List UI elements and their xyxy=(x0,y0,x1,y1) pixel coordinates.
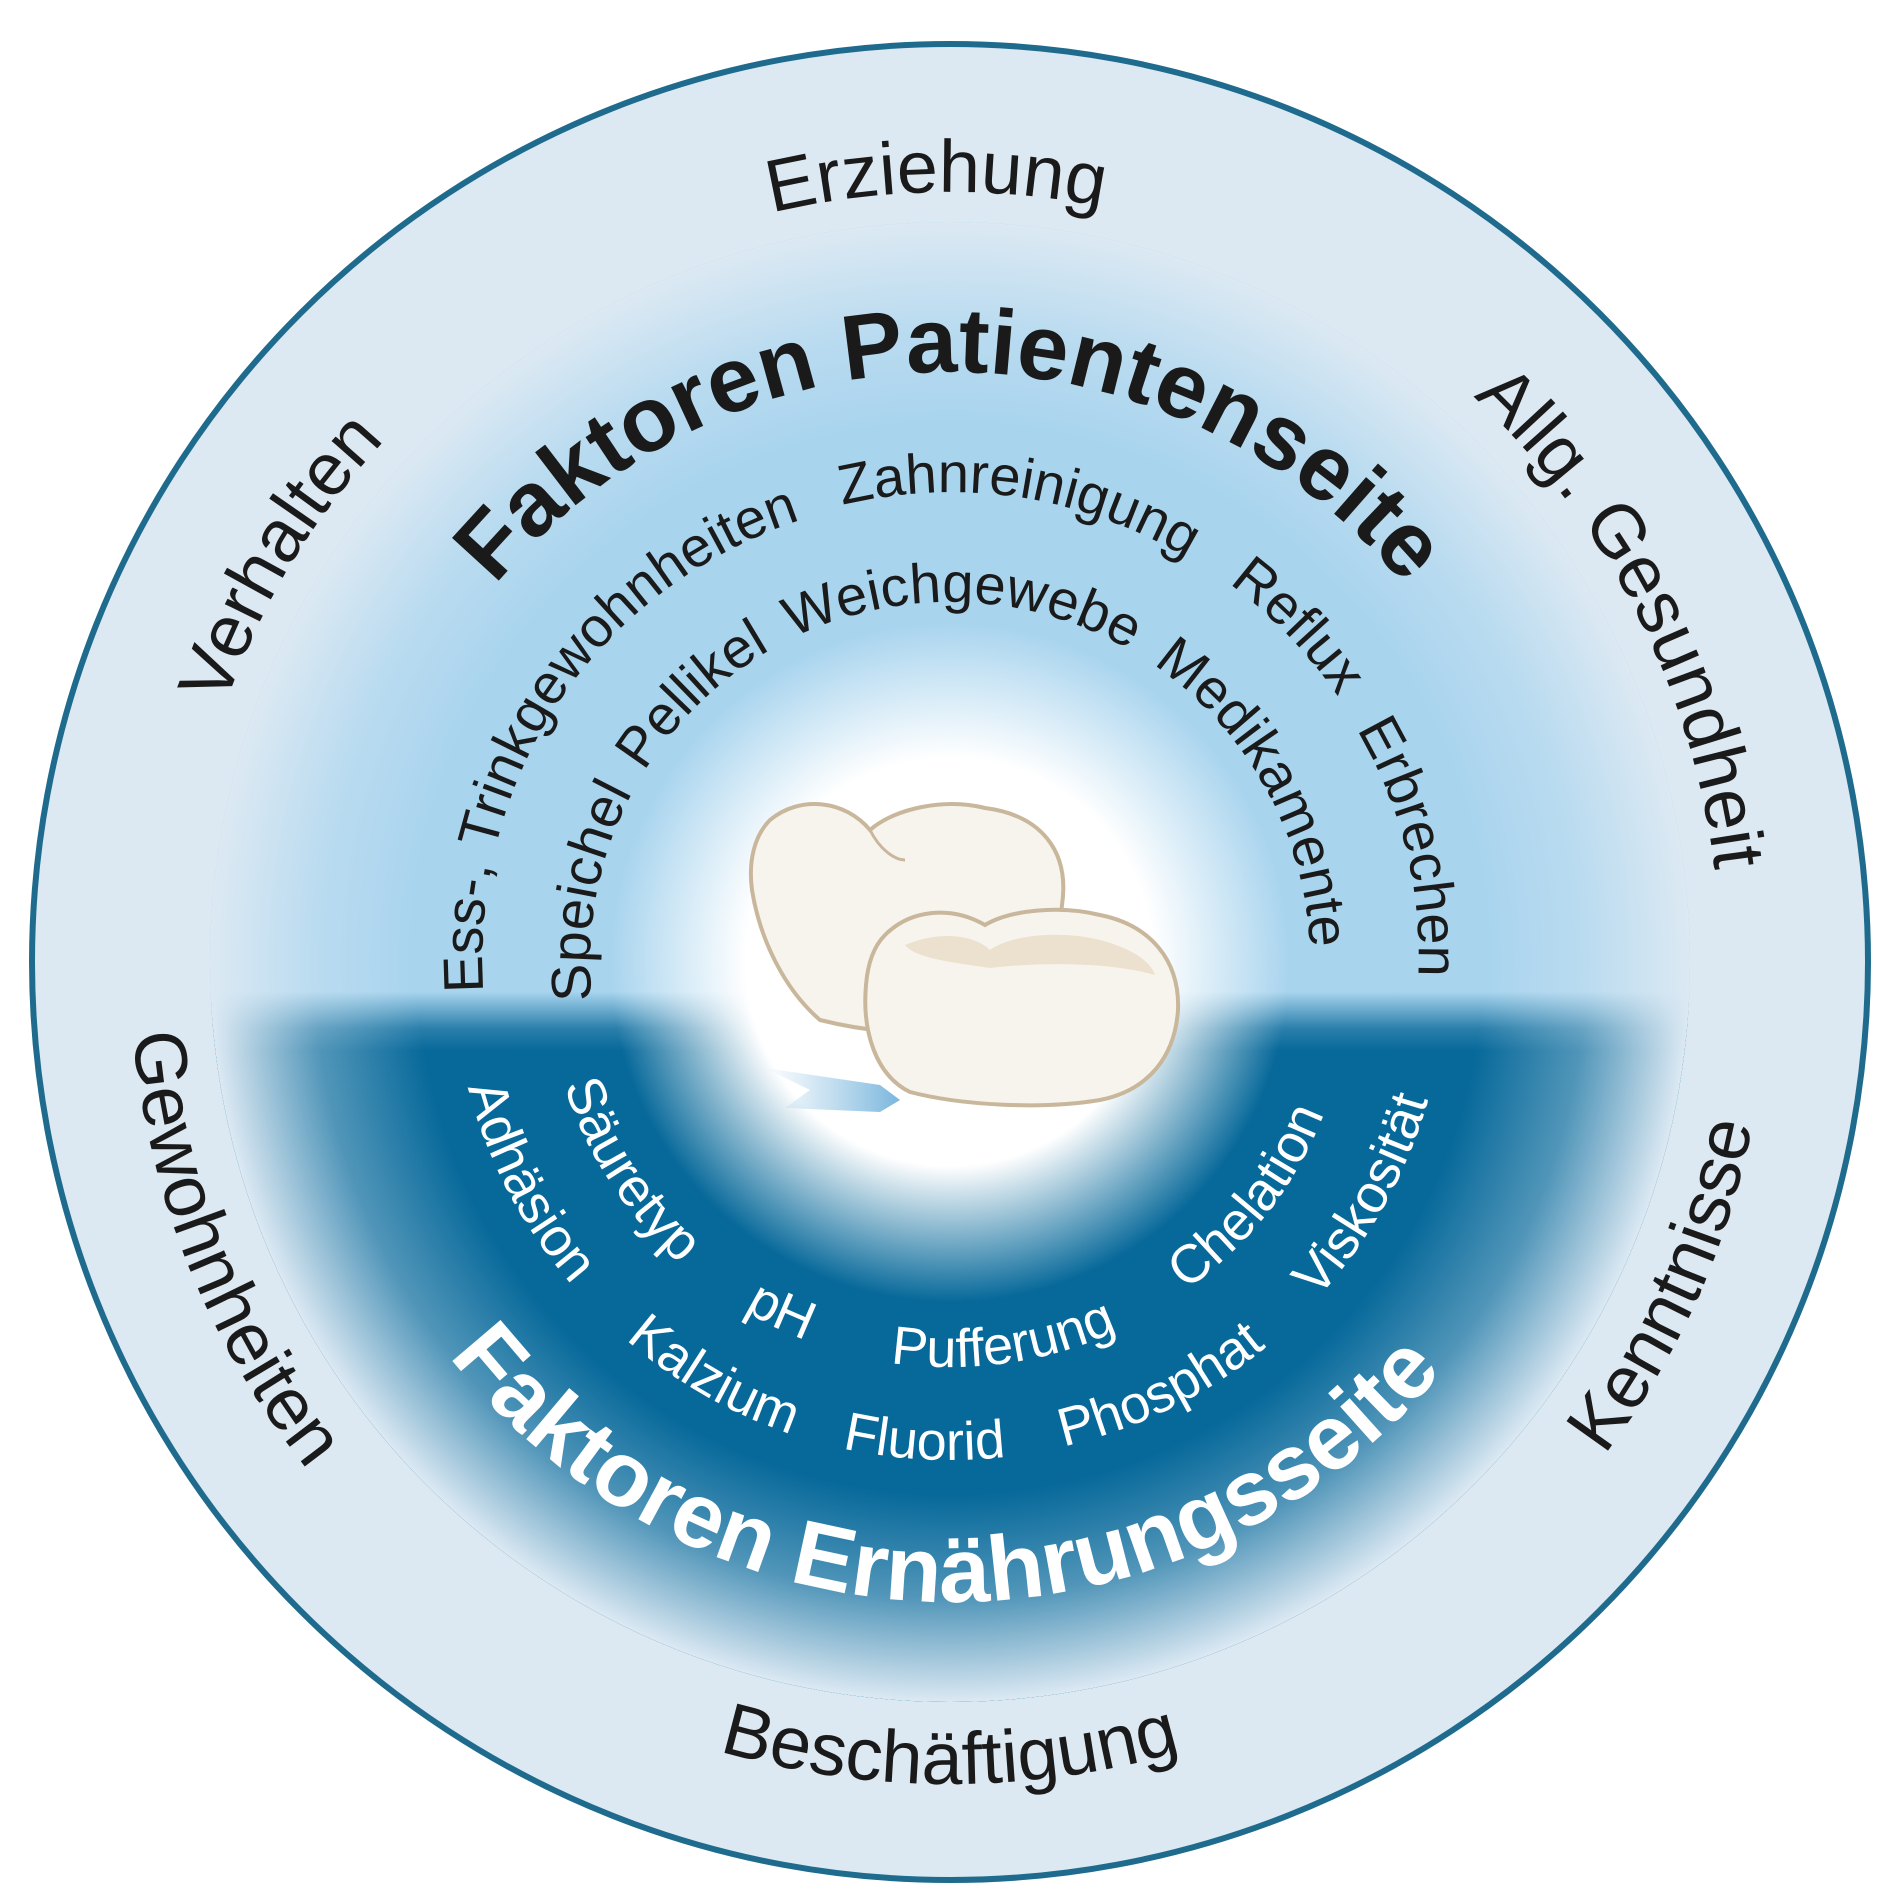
nutrition-factor-text: Fluorid xyxy=(840,1401,1007,1472)
nutrition-factor: Fluorid xyxy=(840,1401,1007,1472)
teeth-illustration xyxy=(748,802,1181,1112)
acid-arrow-icon xyxy=(765,1068,900,1112)
